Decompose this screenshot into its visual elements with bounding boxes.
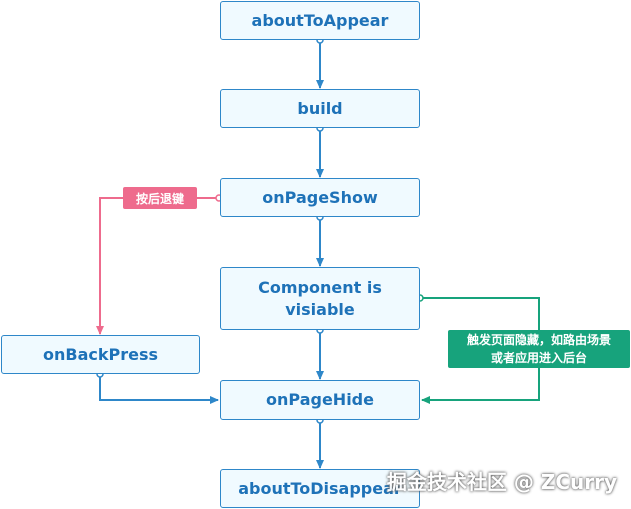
node-on-page-show: onPageShow bbox=[220, 178, 420, 217]
edge-label-hide-trigger: 触发页面隐藏，如路由场景 或者应用进入后台 bbox=[448, 330, 630, 368]
node-component-visible: Component is visiable bbox=[220, 267, 420, 330]
node-about-to-appear: aboutToAppear bbox=[220, 1, 420, 40]
watermark: 掘金技术社区 @ ZCurry bbox=[386, 470, 617, 494]
node-about-to-disappear: aboutToDisappear bbox=[220, 469, 420, 508]
edge-label-back-key: 按后退键 bbox=[123, 187, 197, 209]
node-on-page-hide: onPageHide bbox=[220, 380, 420, 420]
edge-show-to-backpress bbox=[96, 197, 219, 335]
node-build: build bbox=[220, 89, 420, 128]
edge-backpress-to-hide bbox=[99, 374, 219, 404]
node-on-back-press: onBackPress bbox=[1, 335, 200, 374]
